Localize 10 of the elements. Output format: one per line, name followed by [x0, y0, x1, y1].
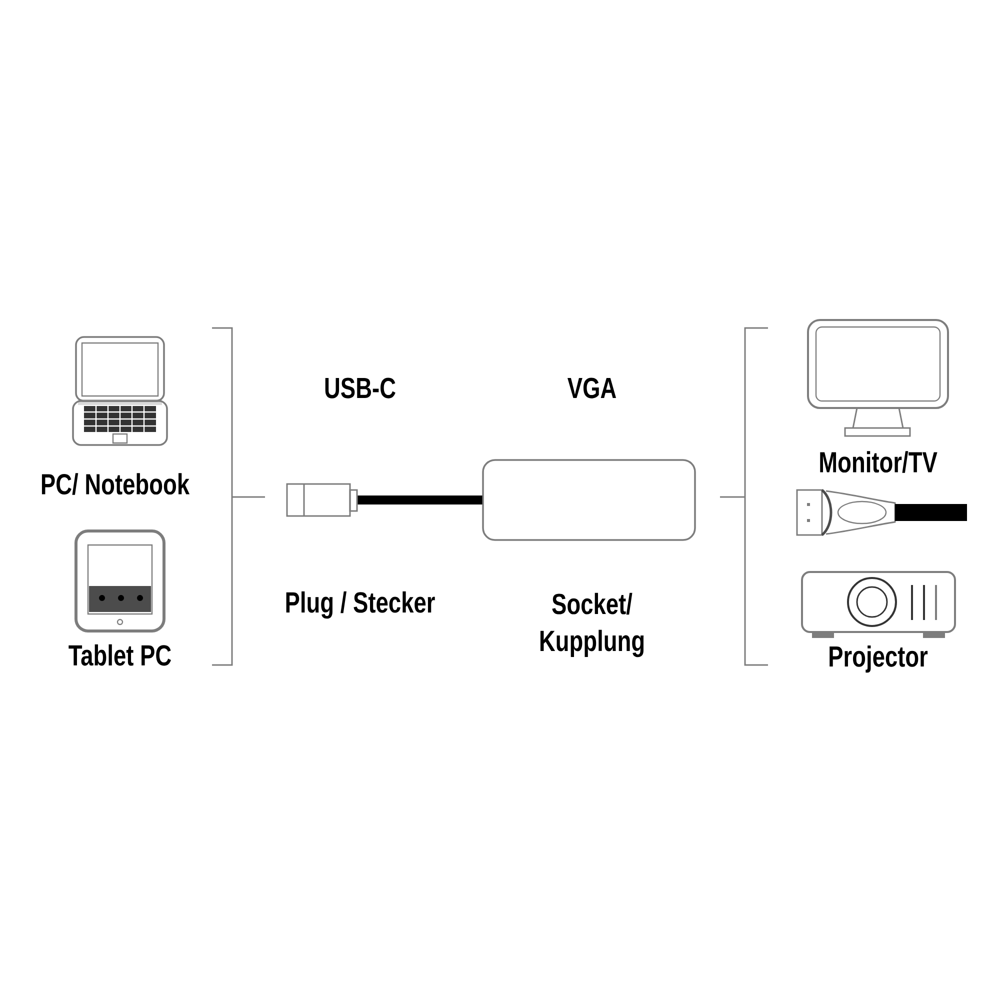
- device-label: Tablet PC: [68, 644, 171, 666]
- port-label: VGA: [568, 378, 616, 398]
- port-label: USB-C: [325, 378, 396, 398]
- device-label: Projector: [830, 645, 928, 673]
- cable-plug-drawing: [796, 489, 967, 536]
- connector-label: Socket/ Kupplung: [540, 592, 644, 658]
- device-label: Monitor/TV: [820, 451, 938, 473]
- device-label: PC/ Notebook: [42, 473, 190, 495]
- cable: [358, 496, 482, 504]
- connector-label: Plug / Stecker: [286, 591, 435, 619]
